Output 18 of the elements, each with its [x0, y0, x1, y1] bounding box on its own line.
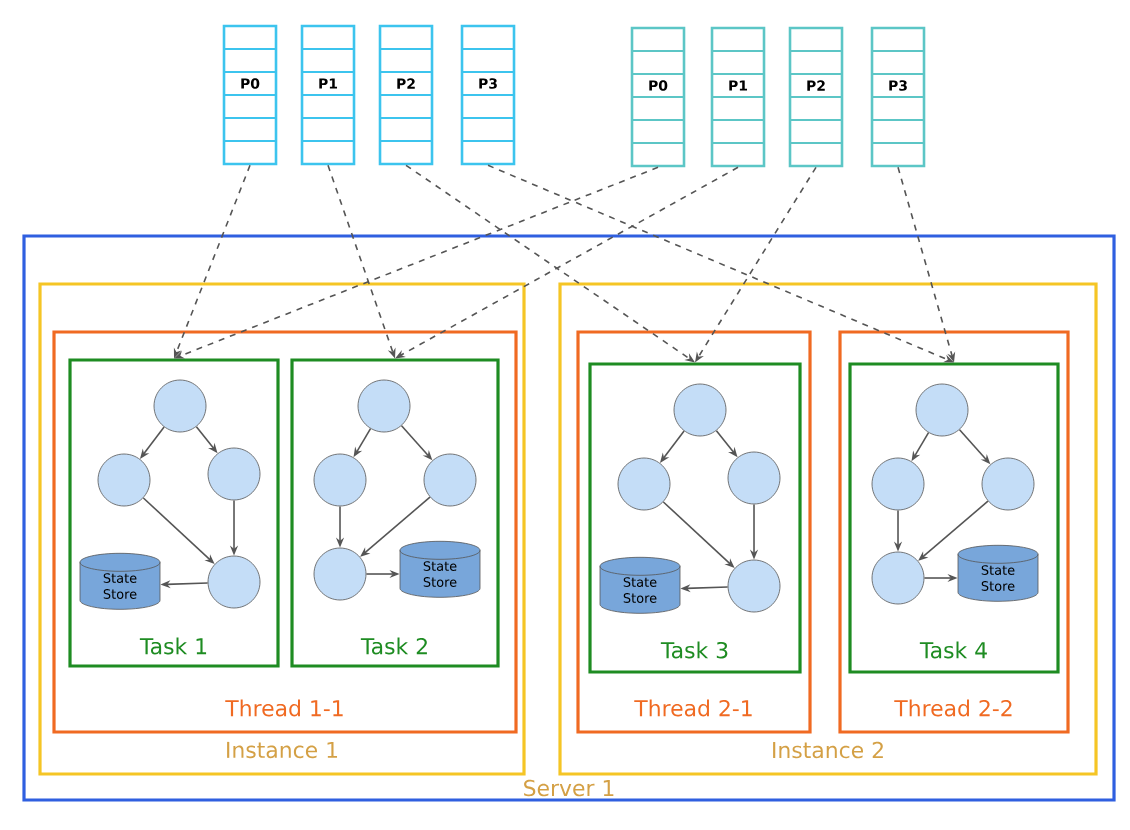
circle-node: [207, 555, 261, 609]
circle-node: [97, 453, 151, 507]
circle-node: [313, 547, 367, 601]
circle-node: [727, 559, 781, 613]
circle-node: [727, 451, 781, 505]
circle-node: [153, 379, 207, 433]
circle-node: [981, 457, 1035, 511]
arrow: [918, 500, 989, 561]
circle-node: [915, 383, 969, 437]
circle-node: [207, 447, 261, 501]
circle-node: [871, 457, 925, 511]
arrow: [360, 496, 431, 557]
circle-node: [423, 453, 477, 507]
circle-node: [871, 551, 925, 605]
circle-node: [313, 453, 367, 507]
circle-node: [673, 383, 727, 437]
circle-node: [357, 379, 411, 433]
circle-node: [617, 457, 671, 511]
